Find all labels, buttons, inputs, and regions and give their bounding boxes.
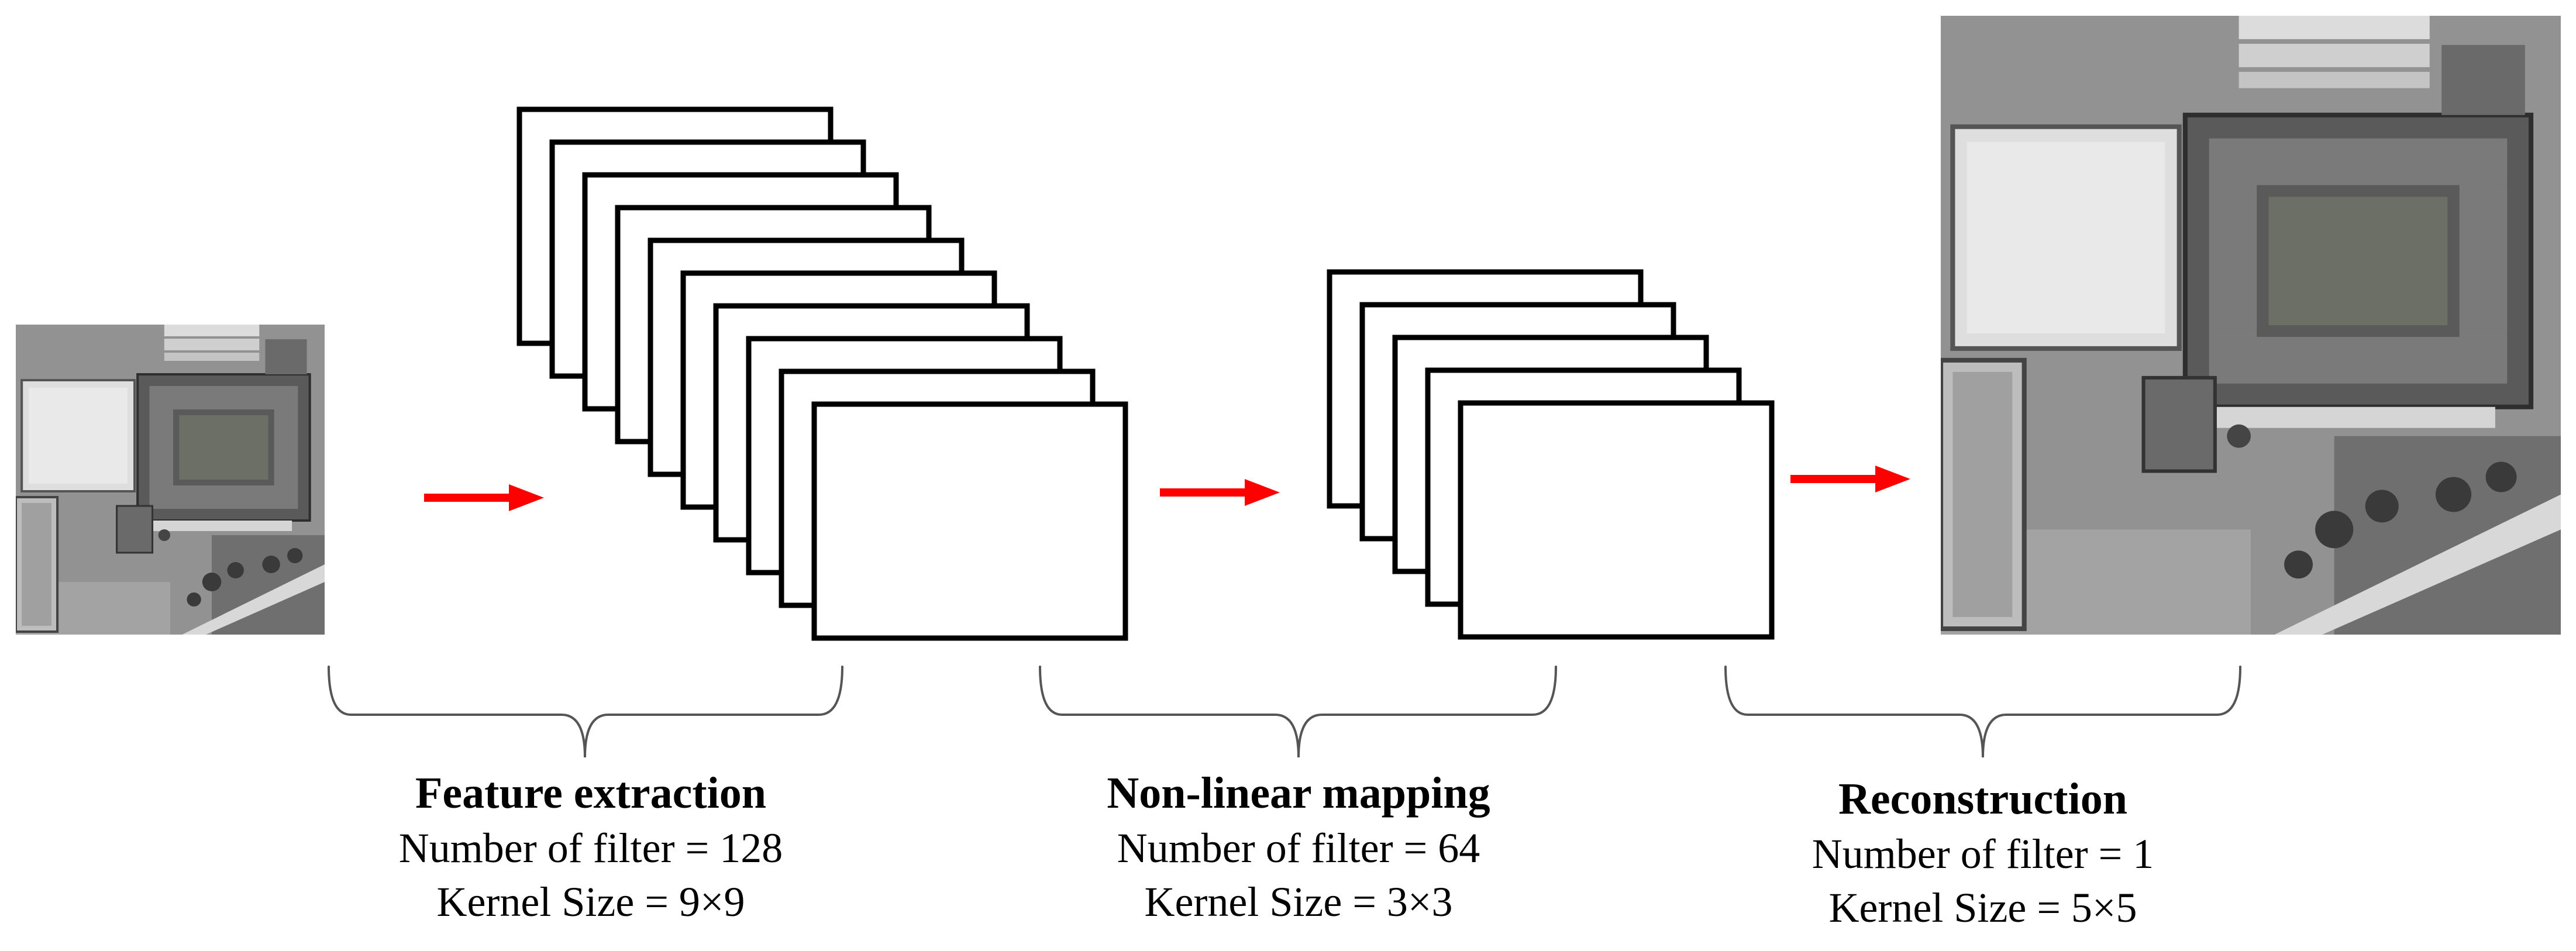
stage-title: Reconstruction (1838, 774, 2127, 823)
kernel-size-label: Kernel Size = 3×3 (1144, 878, 1453, 925)
stage-non-linear-mapping: Non-linear mapping Number of filter = 64… (1065, 765, 1532, 929)
brace (1724, 666, 2241, 758)
filter-count-label: Number of filter = 64 (1117, 825, 1480, 871)
stage-feature-extraction: Feature extraction Number of filter = 12… (357, 765, 825, 929)
filter-count-label: Number of filter = 128 (398, 825, 783, 871)
stage-reconstruction: Reconstruction Number of filter = 1 Kern… (1749, 771, 2217, 935)
input-image (16, 325, 325, 635)
right-arrow-icon (424, 484, 544, 511)
mapping-maps-stack (1327, 269, 1775, 640)
filter-count-label: Number of filter = 1 (1812, 831, 2154, 877)
feature-map (811, 401, 1128, 641)
brace (328, 666, 843, 758)
feature-maps-stack (516, 106, 1128, 641)
stage-title: Non-linear mapping (1107, 769, 1490, 818)
feature-map (1458, 400, 1775, 640)
kernel-size-label: Kernel Size = 5×5 (1828, 884, 2137, 931)
right-arrow-icon (1160, 479, 1280, 506)
right-arrow-icon (1790, 466, 1910, 492)
output-image (1941, 16, 2561, 635)
stage-title: Feature extraction (415, 769, 767, 818)
kernel-size-label: Kernel Size = 9×9 (436, 878, 745, 925)
brace (1039, 666, 1557, 758)
